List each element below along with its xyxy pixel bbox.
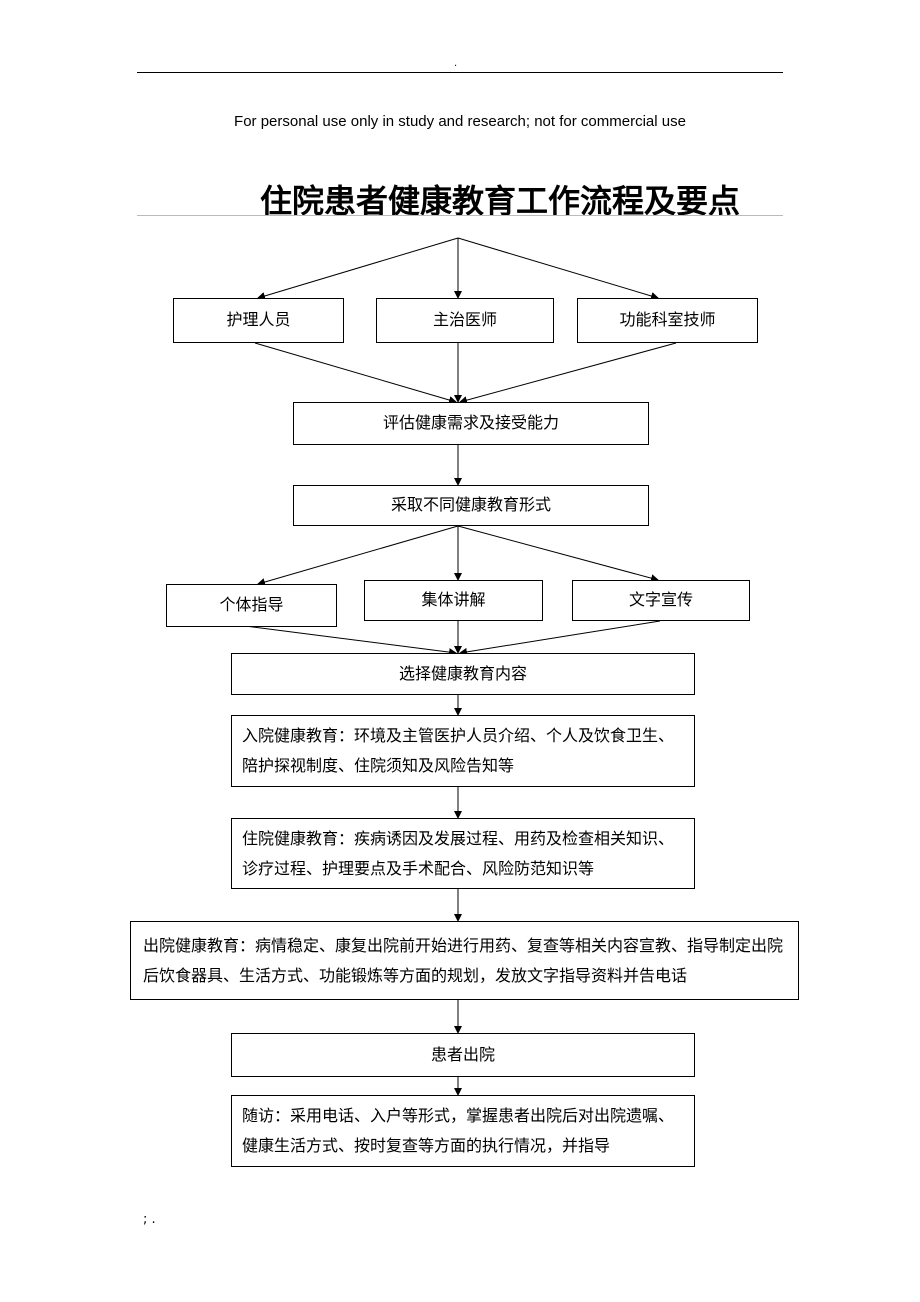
arrow-nurse-assess	[254, 342, 457, 404]
arrow-to-technician	[457, 237, 659, 300]
node-admission-education: 入院健康教育：环境及主管医护人员介绍、个人及饮食卫生、陪护探视制度、住院须知及风…	[231, 715, 695, 787]
arrow-forms-individual	[257, 525, 459, 586]
node-inpatient-education: 住院健康教育：疾病诱因及发展过程、用药及检查相关知识、诊疗过程、护理要点及手术配…	[231, 818, 695, 889]
node-physician: 主治医师	[376, 298, 554, 343]
node-individual: 个体指导	[166, 584, 337, 627]
node-technician: 功能科室技师	[577, 298, 758, 343]
arrow-forms-written	[457, 525, 659, 583]
node-content: 选择健康教育内容	[231, 653, 695, 695]
footer-mark: ; .	[143, 1212, 156, 1227]
usage-notice: For personal use only in study and resea…	[234, 113, 686, 130]
node-group: 集体讲解	[364, 580, 543, 621]
arrow-individual-content	[244, 625, 457, 657]
node-assess: 评估健康需求及接受能力	[293, 402, 649, 445]
arrow-technician-assess	[459, 342, 677, 405]
header-mark: .	[454, 58, 458, 69]
node-follow-up: 随访：采用电话、入户等形式，掌握患者出院后对出院遗嘱、健康生活方式、按时复查等方…	[231, 1095, 695, 1167]
title-rule	[137, 215, 783, 216]
node-discharge: 患者出院	[231, 1033, 695, 1077]
node-discharge-education: 出院健康教育：病情稳定、康复出院前开始进行用药、复查等相关内容宣教、指导制定出院…	[130, 921, 799, 1000]
arrow-written-content	[459, 620, 661, 656]
header-rule	[137, 72, 783, 73]
node-forms: 采取不同健康教育形式	[293, 485, 649, 526]
node-written: 文字宣传	[572, 580, 750, 621]
page-title: 住院患者健康教育工作流程及要点	[259, 182, 740, 220]
node-nurse: 护理人员	[173, 298, 344, 343]
arrow-to-nurse	[257, 237, 459, 300]
